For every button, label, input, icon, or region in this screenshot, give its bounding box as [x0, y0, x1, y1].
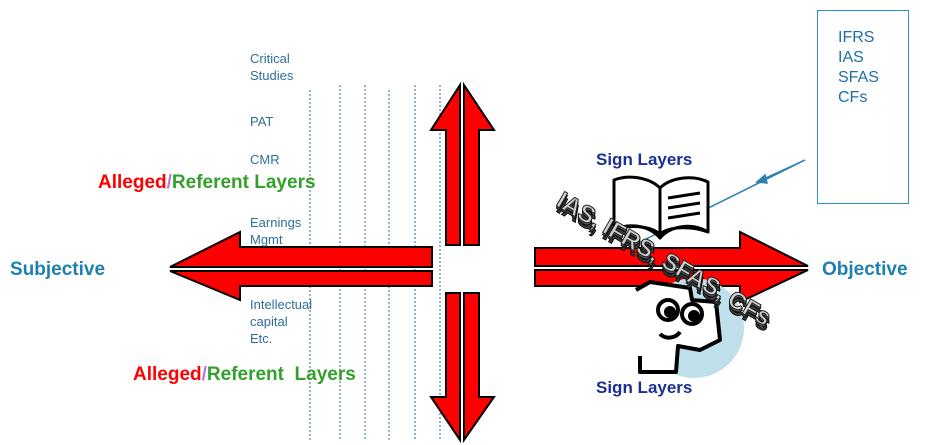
- standard-cfs: CFs: [838, 89, 868, 106]
- sign-layers-bottom: Sign Layers: [596, 378, 693, 397]
- separator: /: [166, 172, 172, 193]
- research-area-cmr: CMR: [250, 152, 280, 167]
- referent-layers-word: Referent Layers: [206, 364, 356, 385]
- down-arrow: [429, 292, 496, 444]
- alleged-word: Alleged: [133, 364, 202, 385]
- left-arrow: [169, 230, 433, 302]
- alleged-referent-layers-bottom: Alleged/Referent Layers: [133, 364, 356, 386]
- research-area-earnings-mgmt: Earnings Mgmt: [250, 215, 302, 247]
- standard-ifrs: IFRS: [838, 29, 875, 46]
- separator: /: [201, 364, 207, 385]
- referent-layers-word: Referent Layers: [171, 172, 316, 193]
- research-area-critical-studies: Critical Studies: [250, 51, 294, 83]
- alleged-word: Alleged: [98, 172, 167, 193]
- objective-label: Objective: [822, 259, 908, 280]
- research-area-pat: PAT: [250, 114, 274, 129]
- sign-layers-top: Sign Layers: [596, 150, 693, 169]
- up-arrow: [429, 81, 496, 246]
- standard-sfas: SFAS: [838, 69, 879, 86]
- standard-ias: IAS: [838, 49, 864, 66]
- research-area-intellectual-capital: Intellectual capital Etc.: [250, 297, 313, 346]
- book-icon: [612, 175, 710, 240]
- alleged-referent-layers-top: Alleged/Referent Layers: [98, 172, 316, 194]
- standards-box: IFRS IAS SFAS CFs: [817, 10, 909, 204]
- subjective-label: Subjective: [10, 259, 106, 280]
- cartoon-face-icon: [635, 280, 722, 374]
